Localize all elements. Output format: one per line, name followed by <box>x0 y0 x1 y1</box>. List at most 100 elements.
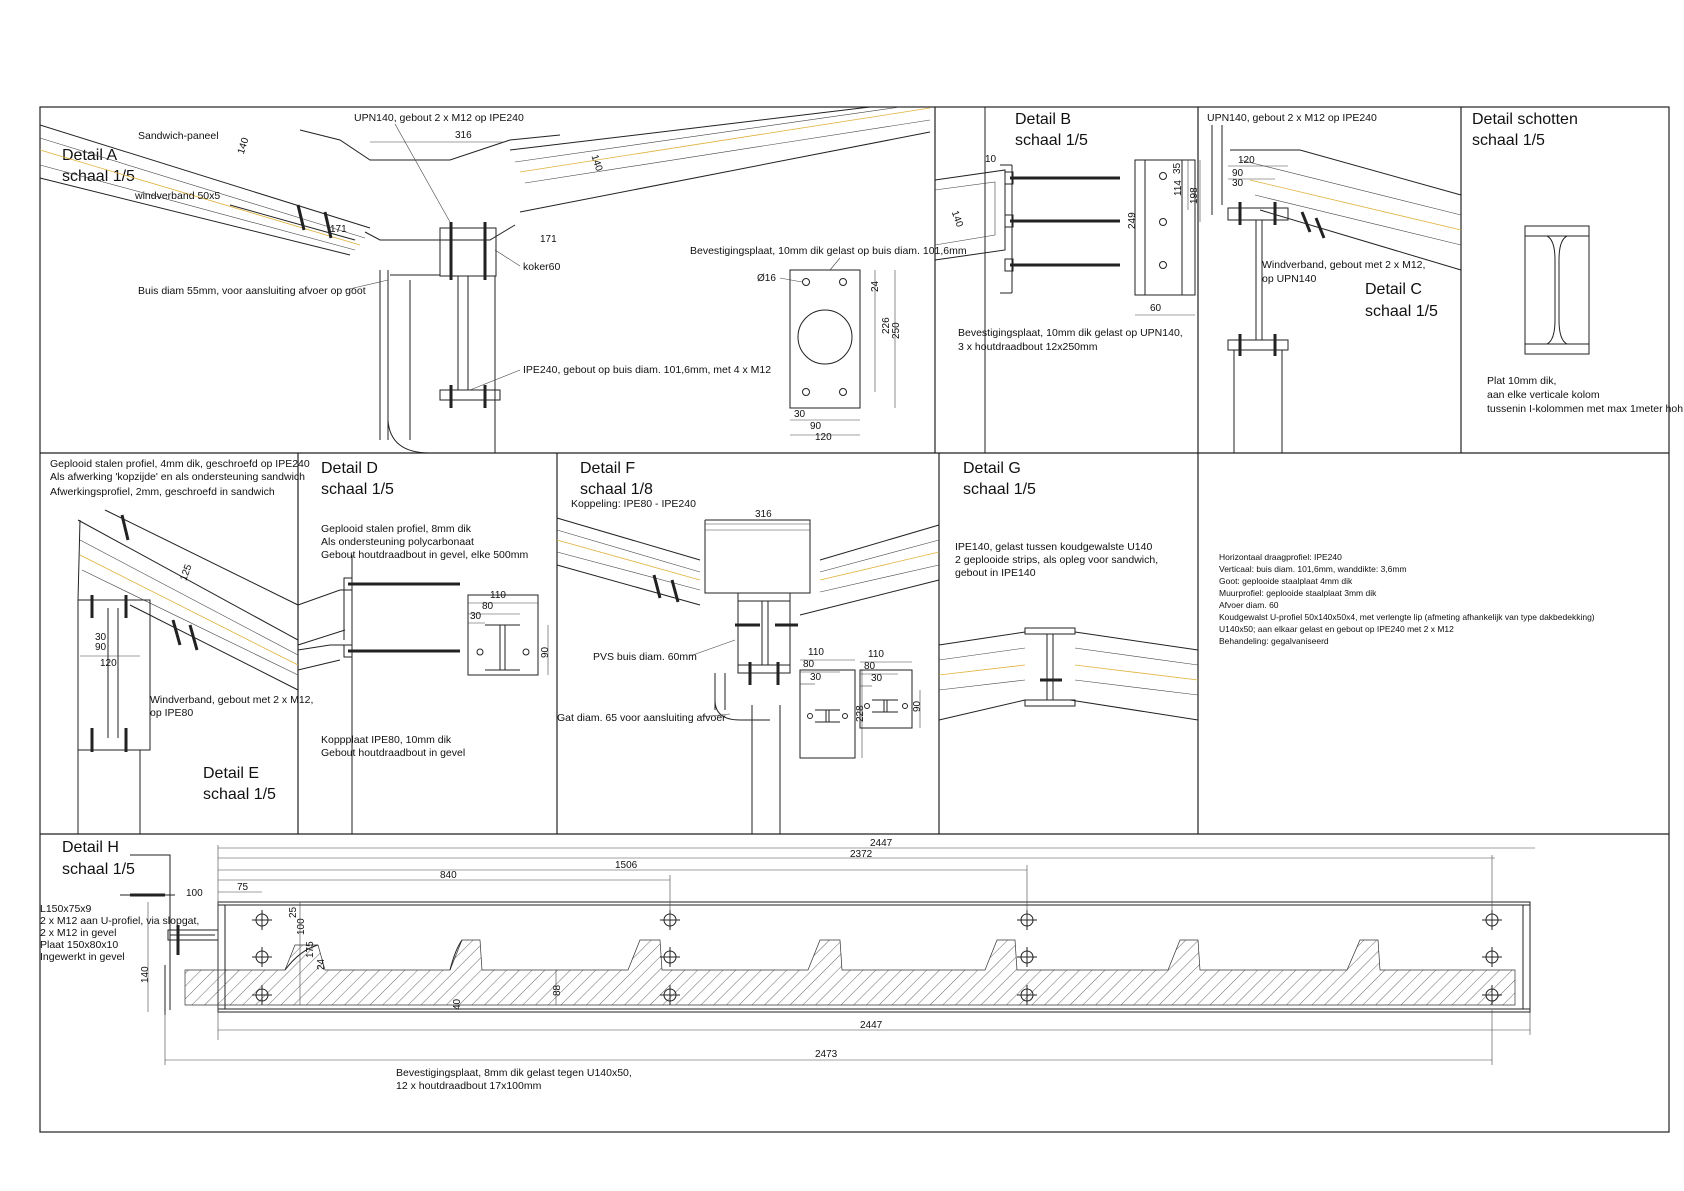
dim-f-110b: 110 <box>868 649 884 660</box>
spec-line-5: Afvoer diam. 60 <box>1219 600 1279 610</box>
detail-e: Geplooid stalen profiel, 4mm dik, geschr… <box>50 458 313 834</box>
note-a-plaat: Bevestigingsplaat, 10mm dik gelast op bu… <box>690 245 967 257</box>
note-d-koppel-2: Gebout houtdraadbout in gevel <box>321 747 465 759</box>
note-d-3: Gebout houtdraadbout in gevel, elke 500m… <box>321 549 528 561</box>
detail-f: Detail F schaal 1/8 Koppeling: IPE80 - I… <box>556 460 940 834</box>
detail-h-scale: schaal 1/5 <box>62 861 135 878</box>
dim-b-198: 198 <box>1189 187 1200 204</box>
note-schotten-3: tussenin I-kolommen met max 1meter hoh <box>1487 403 1683 415</box>
dim-e-30: 30 <box>95 632 107 643</box>
dim-f-80b: 80 <box>864 661 876 672</box>
dim-a-90: 90 <box>810 421 822 432</box>
dim-b-114: 114 <box>1173 180 1184 196</box>
note-schotten-2: aan elke verticale kolom <box>1487 389 1600 401</box>
detail-a-title: Detail A <box>62 147 117 164</box>
note-b-plaat-1: Bevestigingsplaat, 10mm dik gelast op UP… <box>958 327 1183 339</box>
dim-d-80: 80 <box>482 601 494 612</box>
note-c-wind-2: op UPN140 <box>1262 273 1316 285</box>
note-e-top-1: Geplooid stalen profiel, 4mm dik, geschr… <box>50 458 310 470</box>
note-f-pvs: PVS buis diam. 60mm <box>593 651 697 663</box>
detail-c-title: Detail C <box>1365 281 1422 298</box>
note-a-upn: UPN140, gebout 2 x M12 op IPE240 <box>354 112 524 124</box>
spec-line-7: U140x50; aan elkaar gelast en gebout op … <box>1219 624 1454 634</box>
detail-d-scale: schaal 1/5 <box>321 481 394 498</box>
dim-h-40: 40 <box>452 998 463 1010</box>
dim-e-120: 120 <box>100 658 117 669</box>
dim-e-90: 90 <box>95 642 107 653</box>
dim-b-60: 60 <box>1150 303 1162 314</box>
detail-f-title: Detail F <box>580 460 635 477</box>
dim-f-30: 30 <box>810 672 822 683</box>
dim-b-35: 35 <box>1172 162 1183 174</box>
spec-line-8: Behandeling: gegalvaniseerd <box>1219 636 1329 646</box>
dim-h-100b: 100 <box>296 918 307 935</box>
dim-h-88: 88 <box>552 984 563 996</box>
dim-h-25: 25 <box>288 906 299 918</box>
dim-h-140: 140 <box>140 966 151 983</box>
dim-d-30: 30 <box>470 611 482 622</box>
note-d-koppel-1: Koppplaat IPE80, 10mm dik <box>321 734 452 746</box>
note-g-3: gebout in IPE140 <box>955 567 1036 579</box>
dim-h-24: 24 <box>316 958 327 970</box>
dim-c-90: 90 <box>1232 168 1244 179</box>
note-h-1: L150x75x9 <box>40 903 92 915</box>
dim-h-2447: 2447 <box>870 838 893 849</box>
detail-b-title: Detail B <box>1015 111 1071 128</box>
dim-a-316: 316 <box>455 130 472 141</box>
dim-f-110: 110 <box>808 647 824 658</box>
dim-b-249: 249 <box>1127 212 1138 229</box>
dim-h-100: 100 <box>186 888 203 899</box>
dim-h-1506: 1506 <box>615 860 638 871</box>
dim-a-d16: Ø16 <box>757 273 776 284</box>
dim-f-316: 316 <box>755 509 772 520</box>
dim-a-250: 250 <box>891 322 902 339</box>
dim-a-140: 140 <box>236 136 252 156</box>
detail-e-scale: schaal 1/5 <box>203 786 276 803</box>
note-h-4: Plaat 150x80x10 <box>40 939 118 951</box>
dim-h-2473: 2473 <box>815 1049 838 1060</box>
note-h-bottom-2: 12 x houtdraadbout 17x100mm <box>396 1080 542 1092</box>
note-e-wind-1: Windverband, gebout met 2 x M12, <box>150 694 313 706</box>
detail-f-scale: schaal 1/8 <box>580 481 653 498</box>
detail-d-title: Detail D <box>321 460 378 477</box>
detail-c: UPN140, gebout 2 x M12 op IPE240 120 90 … <box>1207 112 1462 453</box>
note-h-2: 2 x M12 aan U-profiel, via slopgat, <box>40 915 199 927</box>
detail-schotten: Detail schotten schaal 1/5 Plat 10mm dik… <box>1472 111 1683 415</box>
note-c-upn: UPN140, gebout 2 x M12 op IPE240 <box>1207 112 1377 124</box>
spec-notes: Horizontaal draagprofiel: IPE240 Vertica… <box>1219 552 1595 646</box>
dim-a-171b: 171 <box>540 234 557 245</box>
note-e-top-3: Afwerkingsprofiel, 2mm, geschroefd in sa… <box>50 486 275 498</box>
dim-c-120: 120 <box>1238 155 1255 166</box>
dim-f-80: 80 <box>803 659 815 670</box>
detail-b-scale: schaal 1/5 <box>1015 132 1088 149</box>
dim-e-125: 125 <box>178 563 194 583</box>
note-g-2: 2 geplooide strips, als opleg voor sandw… <box>955 554 1158 566</box>
note-a-buis: Buis diam 55mm, voor aansluiting afvoer … <box>138 285 366 297</box>
detail-b: Detail B schaal 1/5 10 140 35 114 198 24… <box>934 107 1201 453</box>
note-d-2: Als ondersteuning polycarbonaat <box>321 536 474 548</box>
dim-h-2372: 2372 <box>850 849 873 860</box>
detail-e-title: Detail E <box>203 765 259 782</box>
sheet-frame <box>39 106 1670 1133</box>
dim-c-30: 30 <box>1232 178 1244 189</box>
note-d-1: Geplooid stalen profiel, 8mm dik <box>321 523 472 535</box>
dim-f-30b: 30 <box>871 673 883 684</box>
detail-c-scale: schaal 1/5 <box>1365 303 1438 320</box>
spec-line-1: Horizontaal draagprofiel: IPE240 <box>1219 552 1342 562</box>
spec-line-4: Muurprofiel: geplooide staalplaat 3mm di… <box>1219 588 1377 598</box>
note-schotten-1: Plat 10mm dik, <box>1487 375 1556 387</box>
spec-line-6: Koudgewalst U-profiel 50x140x50x4, met v… <box>1219 612 1595 622</box>
detail-schotten-title: Detail schotten <box>1472 111 1578 128</box>
dim-a-120: 120 <box>815 432 832 443</box>
dim-b-140: 140 <box>949 209 965 229</box>
spec-line-2: Verticaal: buis diam. 101,6mm, wanddikte… <box>1219 564 1407 574</box>
detail-h-title: Detail H <box>62 839 119 856</box>
note-f-gat: Gat diam. 65 voor aansluiting afvoer <box>557 712 726 724</box>
note-e-top-2: Als afwerking 'kopzijde' en als onderste… <box>50 471 305 483</box>
detail-g: Detail G schaal 1/5 IPE140, gelast tusse… <box>938 460 1199 721</box>
dim-a-30: 30 <box>794 409 806 420</box>
spec-line-3: Goot: geplooide staalplaat 4mm dik <box>1219 576 1353 586</box>
note-h-bottom-1: Bevestigingsplaat, 8mm dik gelast tegen … <box>396 1067 632 1079</box>
detail-h: Detail H schaal 1/5 <box>40 838 1535 1092</box>
